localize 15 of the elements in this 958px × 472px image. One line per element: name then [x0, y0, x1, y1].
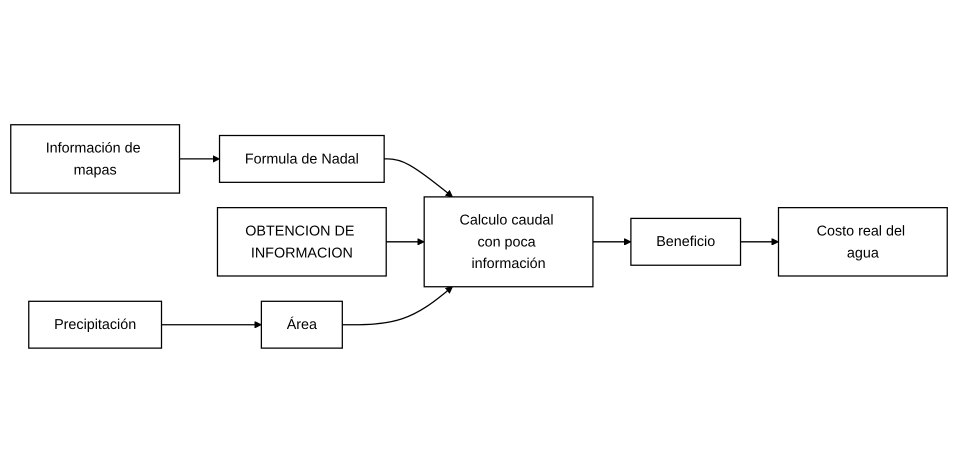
arrow	[740, 238, 779, 246]
node-box: Calculo caudal con poca información	[424, 196, 594, 287]
arrow	[592, 238, 632, 246]
node-box: Precipitación	[28, 300, 162, 348]
node-box: OBTENCION DE INFORMACION	[216, 206, 387, 276]
arrow	[386, 238, 425, 246]
arrow	[162, 320, 262, 328]
arrow	[180, 154, 220, 162]
node-box: Área	[260, 300, 343, 348]
arrow	[342, 286, 453, 325]
arrow	[384, 158, 453, 197]
node-box: Costo real del agua	[778, 206, 948, 276]
node-box: Formula de Nadal	[218, 134, 385, 183]
node-box: Información de mapas	[10, 124, 180, 194]
node-box: Beneficio	[630, 217, 742, 266]
